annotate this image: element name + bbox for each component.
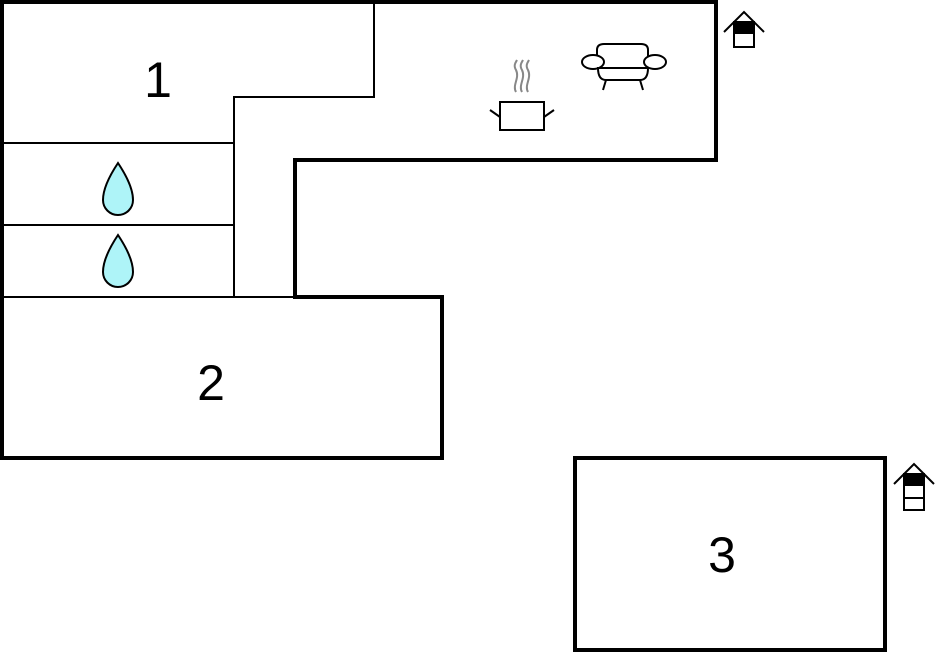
room-2-label: 2 bbox=[197, 355, 225, 411]
house-floor-icon bbox=[723, 10, 765, 48]
sofa-icon bbox=[581, 43, 667, 91]
room-1-label: 1 bbox=[144, 52, 172, 108]
building-3-outline bbox=[573, 456, 887, 652]
house-floor-icon bbox=[893, 462, 935, 511]
partition-room1-step bbox=[233, 2, 375, 297]
room-3-label: 3 bbox=[708, 527, 736, 583]
water-drop-icon bbox=[101, 233, 135, 288]
cooking-pot-icon bbox=[489, 59, 555, 131]
water-drop-icon bbox=[101, 161, 135, 216]
building-1-outline bbox=[0, 0, 718, 460]
